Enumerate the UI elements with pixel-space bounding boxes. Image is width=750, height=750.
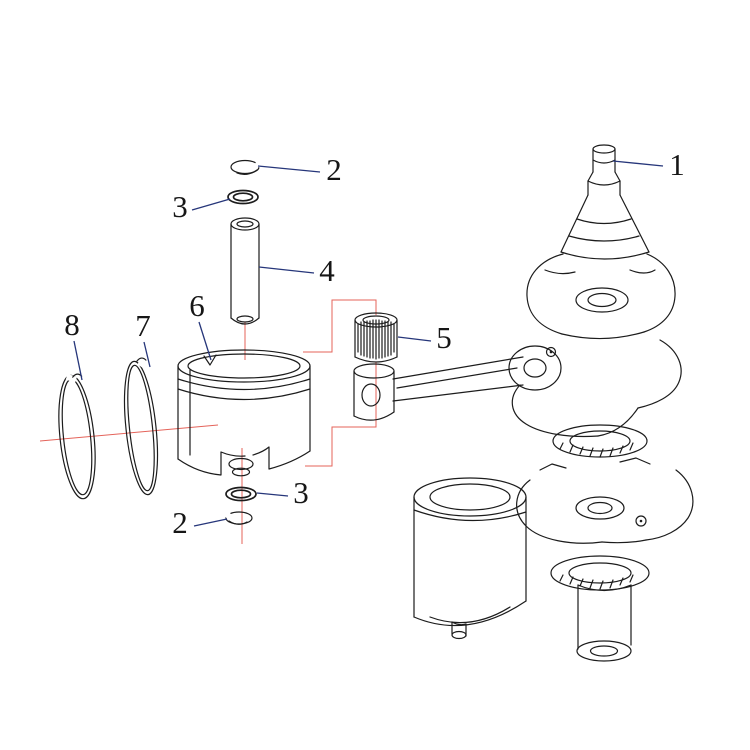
callout-3-top: 3 bbox=[172, 189, 188, 224]
connecting-rod bbox=[353, 356, 524, 421]
leader-2-bottom bbox=[193, 518, 228, 527]
callout-2-bottom: 2 bbox=[172, 505, 188, 540]
leader-2-top bbox=[257, 165, 321, 173]
piston-ring-inner bbox=[123, 357, 159, 496]
callout-6: 6 bbox=[189, 288, 205, 323]
piston-ring-outer bbox=[58, 373, 96, 500]
callout-labels: 1 2 3 4 5 6 7 8 3 2 bbox=[64, 147, 685, 540]
leader-5 bbox=[397, 336, 432, 342]
callout-8: 8 bbox=[64, 307, 80, 342]
leader-3-bottom bbox=[256, 492, 289, 497]
leader-4 bbox=[258, 266, 315, 274]
wrist-pin-clip-top bbox=[230, 159, 265, 176]
leader-lines bbox=[73, 160, 664, 527]
crankshaft-assembly bbox=[413, 144, 694, 662]
callout-7: 7 bbox=[135, 308, 151, 343]
callout-2-top: 2 bbox=[326, 152, 342, 187]
washer-top bbox=[227, 189, 259, 205]
washer-bottom bbox=[225, 486, 257, 502]
needle-bearing bbox=[354, 312, 398, 363]
leader-1 bbox=[612, 160, 664, 167]
callout-3-bottom: 3 bbox=[293, 475, 309, 510]
leader-7 bbox=[143, 341, 151, 368]
construction-lines bbox=[39, 299, 377, 544]
leader-8 bbox=[73, 340, 83, 381]
leader-6 bbox=[198, 321, 212, 361]
wrist-pin-clip-bottom bbox=[224, 511, 253, 525]
piston bbox=[177, 349, 311, 477]
callout-4: 4 bbox=[319, 253, 335, 288]
leader-3-top bbox=[191, 198, 231, 211]
callout-1: 1 bbox=[669, 147, 685, 182]
wrist-pin bbox=[230, 217, 260, 325]
callout-5: 5 bbox=[436, 320, 452, 355]
